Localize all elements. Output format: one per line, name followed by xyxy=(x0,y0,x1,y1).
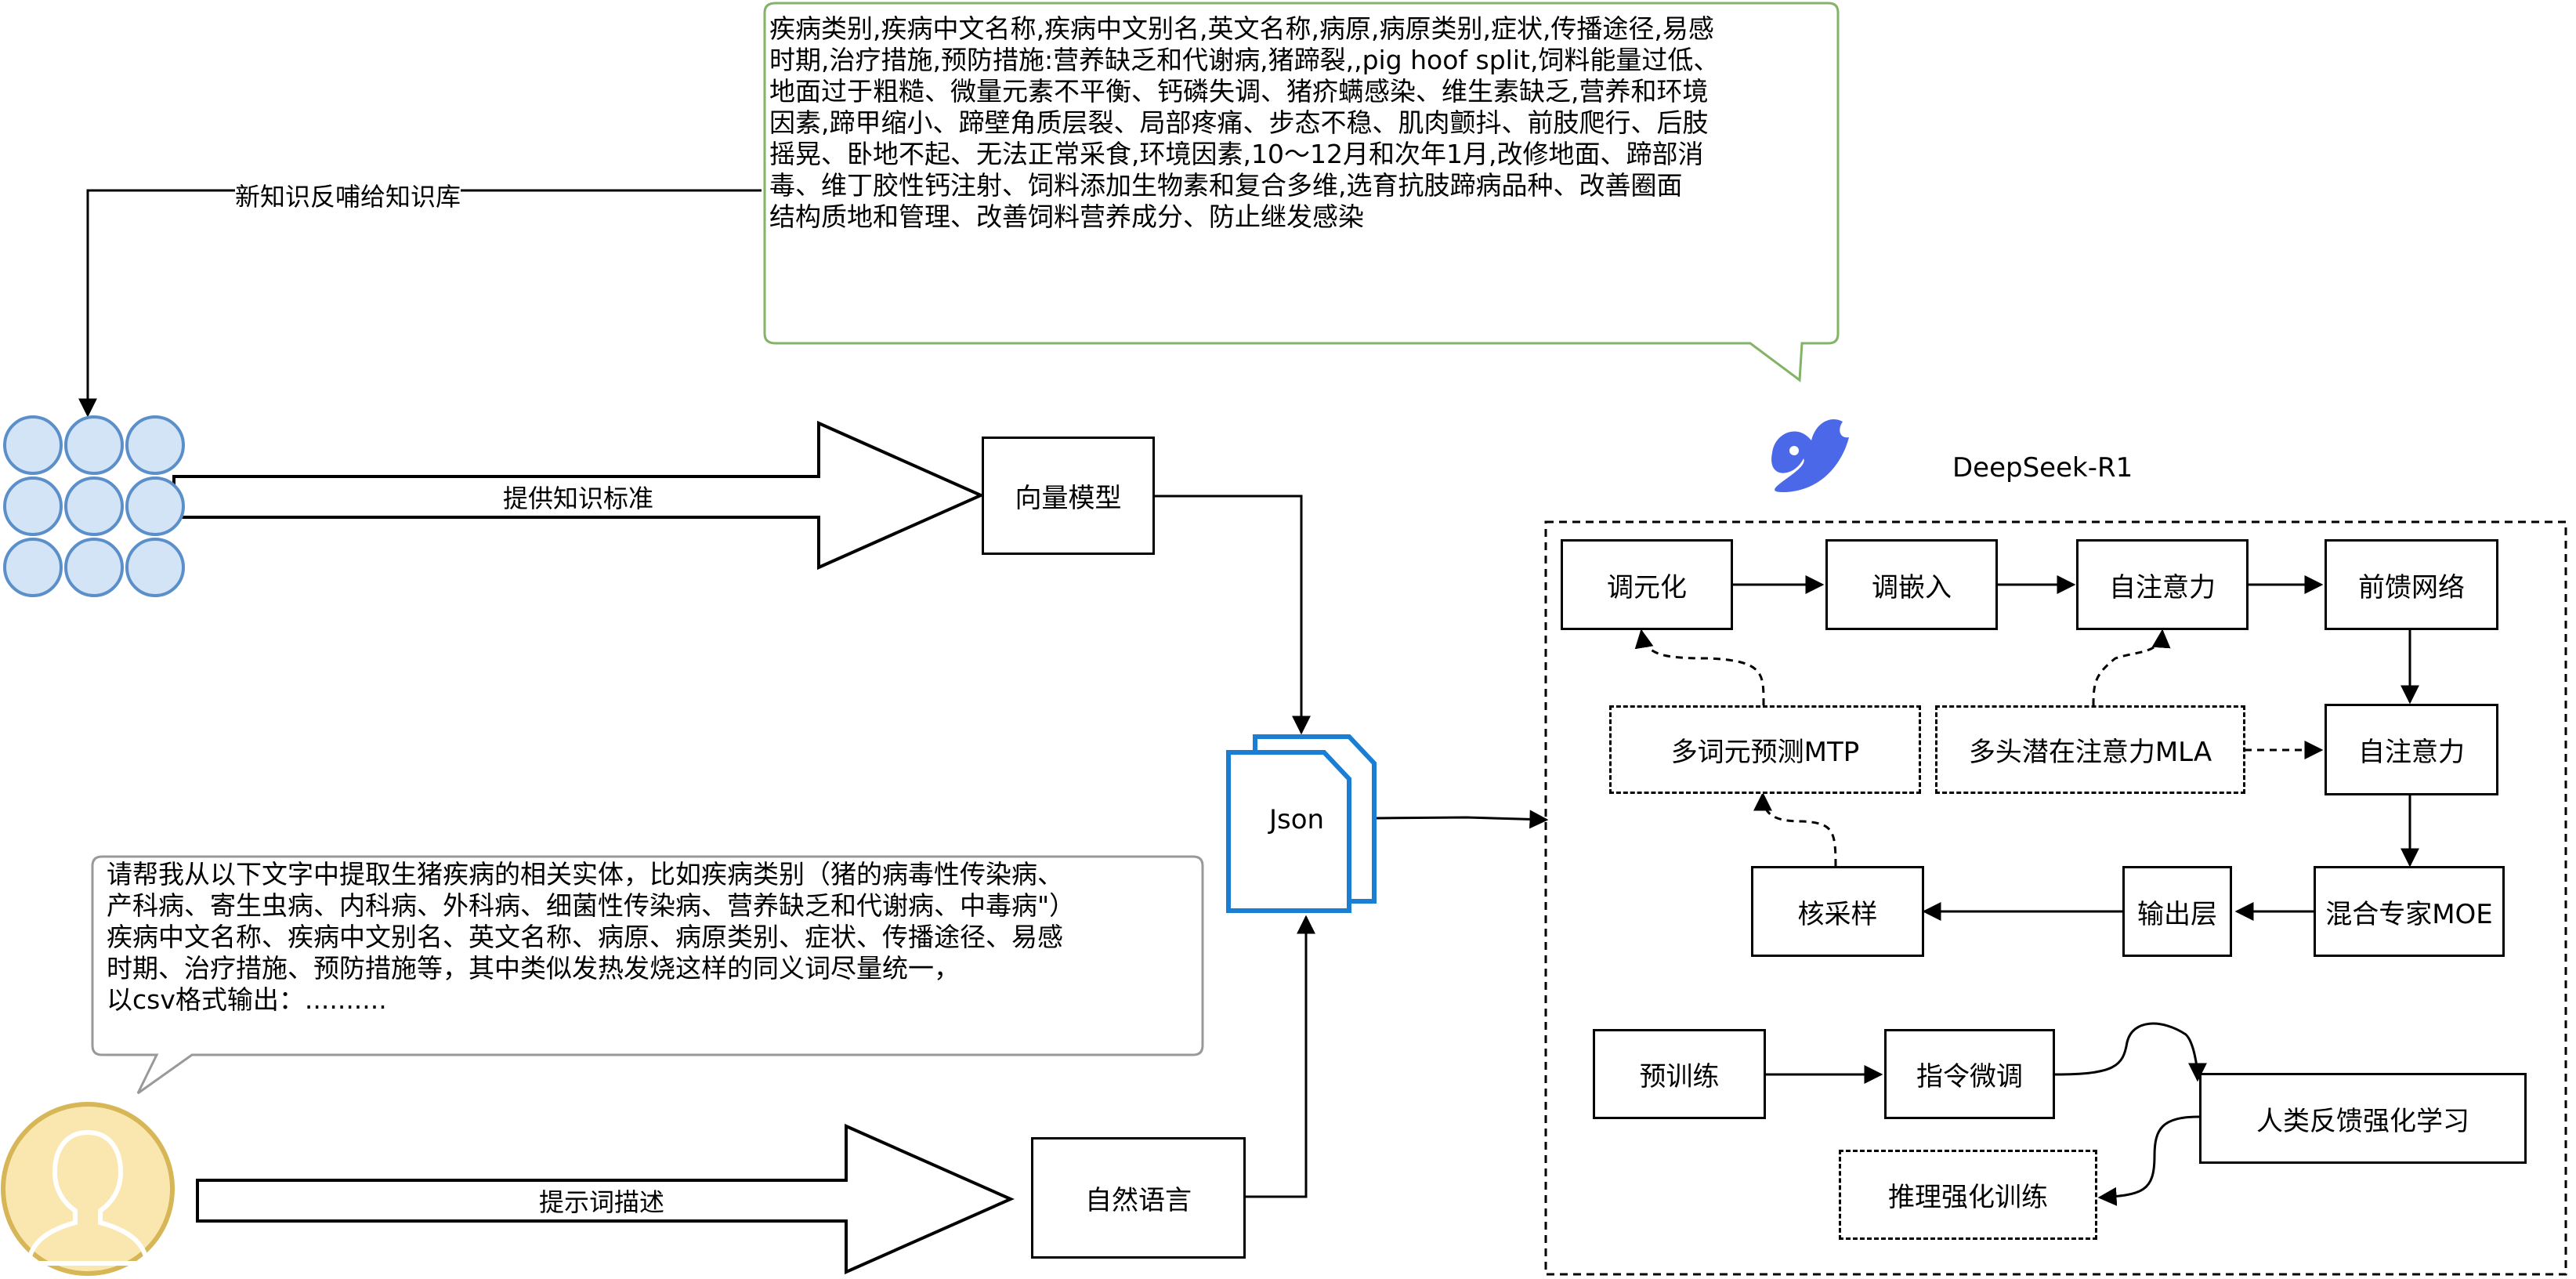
rlhf-box: 人类反馈强化学习 xyxy=(2199,1073,2527,1164)
knowledge-node xyxy=(64,415,124,475)
json-document-icon xyxy=(1226,734,1377,913)
callout-bottom-text: 请帮我从以下文字中提取生猪疾病的相关实体，比如疾病类别（猪的病毒性传染病、 产科… xyxy=(107,859,1076,1015)
callout-top-shape xyxy=(763,2,1840,382)
vector-to-json-arrow xyxy=(1155,495,1311,735)
detokenize-box: 调元化 xyxy=(1561,539,1733,630)
prompt-arrow-label: 提示词描述 xyxy=(538,1187,665,1217)
user-avatar-icon xyxy=(1,1102,175,1276)
callout-top-text: 疾病类别,疾病中文名称,疾病中文别名,英文名称,病原,病原类别,症状,传播途径,… xyxy=(769,13,1720,232)
knowledge-arrow-label: 提供知识标准 xyxy=(502,484,654,513)
sampling-box: 核采样 xyxy=(1751,866,1924,957)
knowledge-node xyxy=(3,538,63,597)
callout-bottom-shape xyxy=(91,855,1204,1095)
knowledge-node xyxy=(125,476,185,536)
json-label: Json xyxy=(1269,804,1325,835)
language-to-json-arrow xyxy=(1246,915,1315,1198)
mtp-box: 多词元预测MTP xyxy=(1609,705,1921,794)
instruction-tuning-box: 指令微调 xyxy=(1884,1029,2055,1119)
knowledge-node xyxy=(3,476,63,536)
feedforward-box: 前馈网络 xyxy=(2325,539,2498,630)
knowledge-node xyxy=(3,415,63,475)
knowledge-node xyxy=(64,476,124,536)
reasoning-rl-box: 推理强化训练 xyxy=(1839,1150,2097,1240)
knowledge-node xyxy=(125,538,185,597)
json-to-model-arrow xyxy=(1374,810,1549,829)
self-attention-box-2: 自注意力 xyxy=(2325,704,2498,795)
knowledge-big-arrow xyxy=(172,420,985,571)
deepseek-whale-icon xyxy=(1771,419,1849,492)
feedback-label: 新知识反哺给知识库 xyxy=(235,177,461,213)
knowledge-node xyxy=(125,415,185,475)
pretrain-box: 预训练 xyxy=(1593,1029,1766,1119)
mla-box: 多头潜在注意力MLA xyxy=(1935,705,2245,794)
self-attention-box-1: 自注意力 xyxy=(2076,539,2249,630)
embed-box: 调嵌入 xyxy=(1825,539,1998,630)
output-layer-box: 输出层 xyxy=(2122,866,2232,957)
deepseek-container xyxy=(1544,520,2567,1276)
deepseek-title: DeepSeek-R1 xyxy=(1952,452,2133,484)
knowledge-node xyxy=(64,538,124,597)
prompt-big-arrow xyxy=(196,1123,1015,1275)
natural-language-box: 自然语言 xyxy=(1031,1137,1246,1259)
moe-box: 混合专家MOE xyxy=(2314,866,2505,957)
feedback-arrow xyxy=(78,189,762,418)
vector-model-box: 向量模型 xyxy=(982,437,1155,555)
